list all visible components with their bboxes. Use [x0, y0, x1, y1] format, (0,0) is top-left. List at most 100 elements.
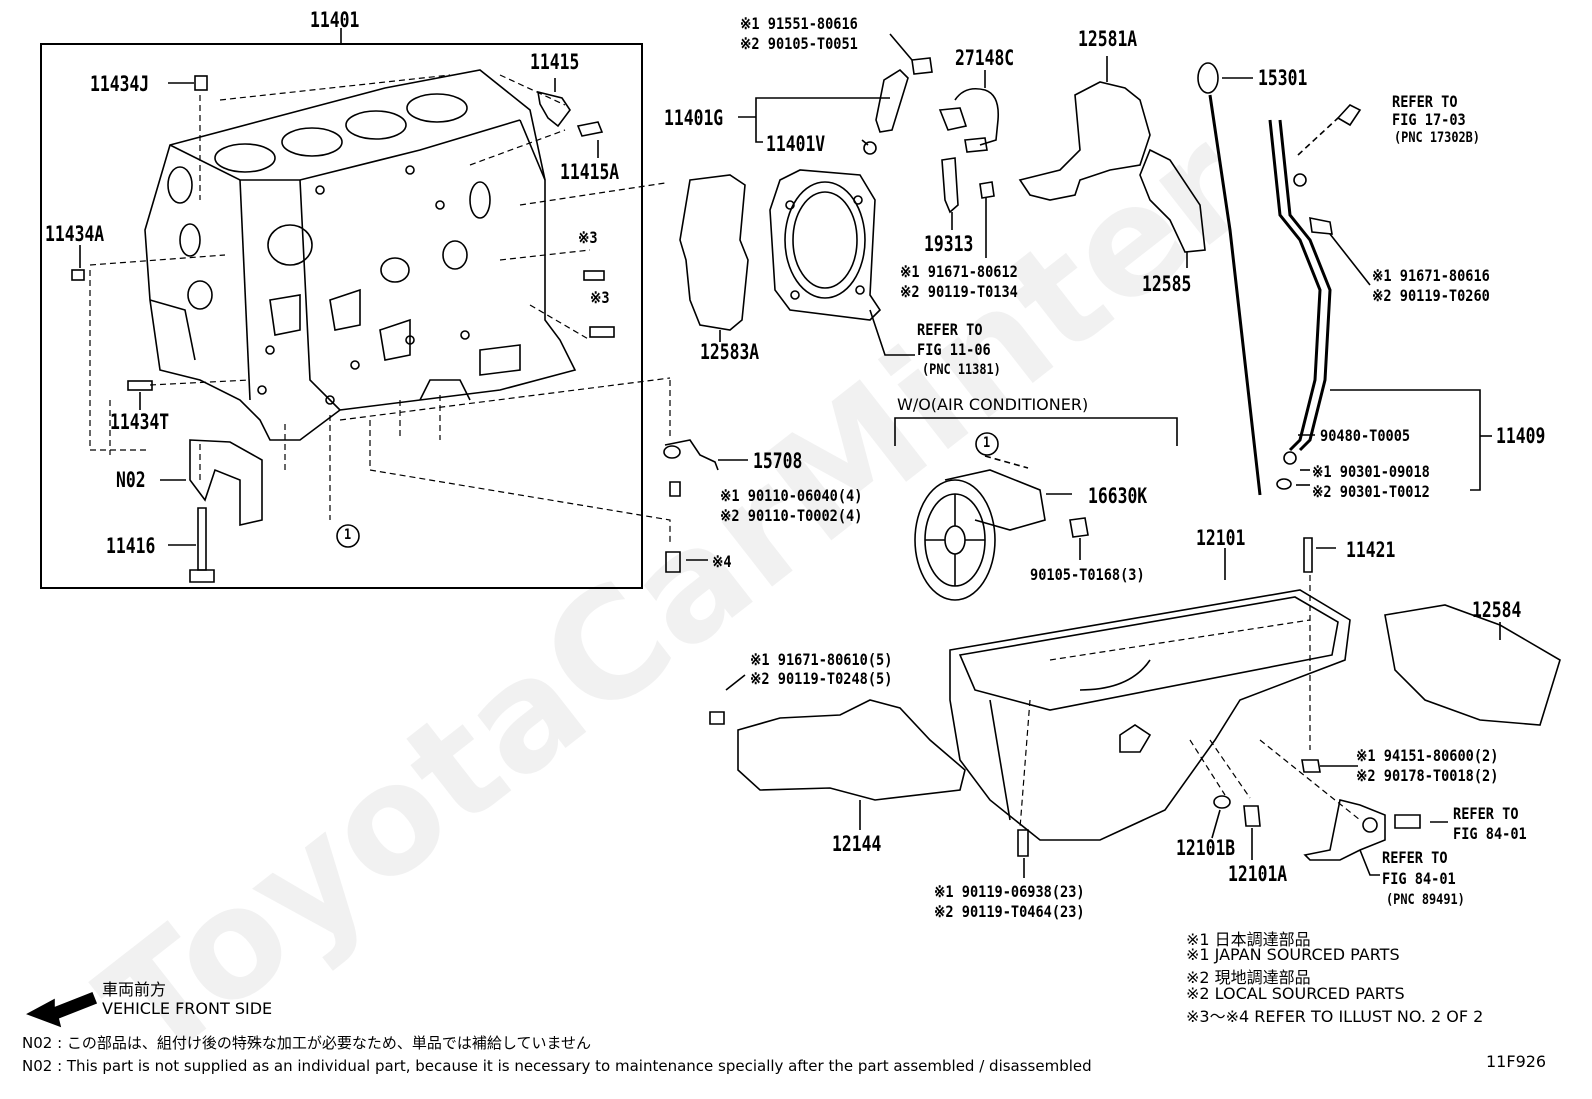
- bolt-91671-80610: [709, 711, 725, 725]
- bolt-no-91671-80616: ※1 91671-80616: [1372, 266, 1490, 285]
- bolt-no-90119-T0464: ※2 90119-T0464(23): [934, 902, 1085, 921]
- cover-12583A: [679, 174, 749, 331]
- part-label-16630K: 16630K: [1088, 484, 1148, 508]
- part-label-12144: 12144: [832, 832, 882, 856]
- stud-11421: [1303, 537, 1313, 573]
- cylinder-block-frame: [40, 43, 643, 589]
- vehicle-front-en: VEHICLE FRONT SIDE: [102, 999, 273, 1018]
- refer-to-11-06-pnc: (PNC 11381): [922, 362, 1001, 378]
- bracket-12585: [1139, 148, 1206, 253]
- part-label-15708: 15708: [753, 449, 803, 473]
- wo-ac-label: W/O(AIR CONDITIONER): [897, 395, 1089, 414]
- mark-3b: ※3: [590, 288, 610, 307]
- bolt-no-91551-80616: ※1 91551-80616: [740, 14, 858, 33]
- part-label-15301: 15301: [1258, 66, 1308, 90]
- bolt-ref8401: [1394, 814, 1421, 829]
- leader-ref1106: [869, 309, 915, 356]
- part-label-11434T: 11434T: [110, 410, 170, 434]
- bolt-90119-06938: [1017, 829, 1029, 857]
- legend-line-2: ※1 JAPAN SOURCED PARTS: [1186, 945, 1400, 964]
- pump-16630K: [914, 469, 1046, 601]
- refer-to-84-01b-line2: FIG 84-01: [1382, 869, 1456, 888]
- plug-11434J: [194, 75, 208, 91]
- circle-label-1b: 1: [983, 435, 991, 451]
- mark-3a: ※3: [578, 228, 598, 247]
- part-label-12583A: 12583A: [700, 340, 760, 364]
- pin-3a: [583, 270, 605, 281]
- legend-line-5: ※3～※4 REFER TO ILLUST NO. 2 OF 2: [1186, 1007, 1484, 1026]
- part-no-90301-T0012: ※2 90301-T0012: [1312, 482, 1430, 501]
- plug-4: [665, 551, 681, 573]
- harness-27148C: [954, 87, 1000, 146]
- block-dashed-leaders: [89, 74, 671, 545]
- bolt-no-90110-T0002: ※2 90110-T0002(4): [720, 506, 863, 525]
- gasket-12101B: [1213, 795, 1231, 809]
- bolt-no-90119-T0260: ※2 90119-T0260: [1372, 286, 1490, 305]
- pipe-15708: [664, 439, 719, 471]
- part-label-11416: 11416: [106, 534, 156, 558]
- vehicle-front-jp: 車両前方: [102, 980, 167, 999]
- nut-no-94151-80600: ※1 94151-80600(2): [1356, 746, 1499, 765]
- part-label-11409: 11409: [1496, 424, 1546, 448]
- part-label-11434J: 11434J: [90, 72, 150, 96]
- part-label-11434A: 11434A: [45, 222, 105, 246]
- oilpan-dashed-leaders: [1019, 575, 1361, 829]
- refer-to-11-06-line1: REFER TO: [917, 320, 983, 339]
- woac-bracket: [894, 417, 1178, 446]
- guide-11409: [1268, 119, 1322, 452]
- bolt-91671-80616: [1309, 216, 1333, 235]
- bolt-90105-T0168: [1069, 517, 1089, 538]
- plug-12101A: [1243, 805, 1261, 827]
- front-arrow-icon: [26, 991, 98, 1028]
- part-label-12101A: 12101A: [1228, 862, 1288, 886]
- part-label-11401V: 11401V: [766, 132, 826, 156]
- refer-to-84-01b-line1: REFER TO: [1382, 848, 1448, 867]
- pin-3b: [589, 326, 615, 338]
- bolt-no-91671-80612: ※1 91671-80612: [900, 262, 1018, 281]
- dipstick-15301: [1208, 94, 1262, 496]
- leader-11401G: [755, 97, 890, 117]
- note-n02-en: N02 : This part is not supplied as an in…: [22, 1057, 1092, 1075]
- circle-label-1a: 1: [344, 527, 352, 543]
- legend-line-1: ※1 日本調達部品: [1186, 930, 1311, 949]
- pin-11434T: [127, 380, 153, 391]
- nut-no-90178-T0018: ※2 90178-T0018(2): [1356, 766, 1499, 785]
- part-label-27148C: 27148C: [955, 46, 1015, 70]
- bracket-19313: [941, 157, 959, 214]
- figure-code: 11F926: [1486, 1052, 1547, 1071]
- bracket-12581A: [1018, 81, 1151, 201]
- oil-seal-retainer: [769, 169, 882, 321]
- ref-circle-1a: [336, 524, 360, 548]
- plate-12144: [737, 699, 966, 801]
- part-label-11421: 11421: [1346, 538, 1396, 562]
- baffle-12584: [1384, 604, 1561, 726]
- refer-to-84-01b-pnc: (PNC 89491): [1386, 892, 1465, 908]
- note-n02-jp: N02 : この部品は、組付け後の特殊な加工が必要なため、単品では補給していませ…: [22, 1034, 592, 1052]
- part-label-12581A: 12581A: [1078, 27, 1138, 51]
- legend-line-3: ※2 現地調達部品: [1186, 968, 1311, 987]
- cap-N02: [189, 439, 263, 527]
- bolt-11416: [197, 507, 207, 571]
- refer-to-84-01a-line2: FIG 84-01: [1453, 824, 1527, 843]
- bolt-no-90105-T0051: ※2 90105-T0051: [740, 34, 858, 53]
- bolt-91551: [911, 57, 933, 75]
- oilpan-12101: [949, 589, 1351, 841]
- nut-94151: [1301, 759, 1321, 773]
- bolt-no-90119-T0248: ※2 90119-T0248(5): [750, 669, 893, 688]
- part-label-11401: 11401: [310, 8, 360, 32]
- part-label-12101B: 12101B: [1176, 836, 1236, 860]
- bolt-91671-80612: [979, 181, 995, 199]
- bolt-no-90105-T0168: 90105-T0168(3): [1030, 565, 1145, 584]
- cylinder-block-drawing: [144, 69, 577, 441]
- part-label-12584: 12584: [1472, 598, 1522, 622]
- bolt-no-90119-06938: ※1 90119-06938(23): [934, 882, 1085, 901]
- part-no-90301-09018: ※1 90301-09018: [1312, 462, 1430, 481]
- refer-to-17-03-pnc: (PNC 17302B): [1394, 130, 1480, 146]
- bracket-oilpump: [1303, 799, 1386, 861]
- refer-to-17-03-line2: FIG 17-03: [1392, 110, 1466, 129]
- hook-11415: [537, 90, 571, 128]
- refer-to-84-01a-line1: REFER TO: [1453, 804, 1519, 823]
- part-label-12101: 12101: [1196, 526, 1246, 550]
